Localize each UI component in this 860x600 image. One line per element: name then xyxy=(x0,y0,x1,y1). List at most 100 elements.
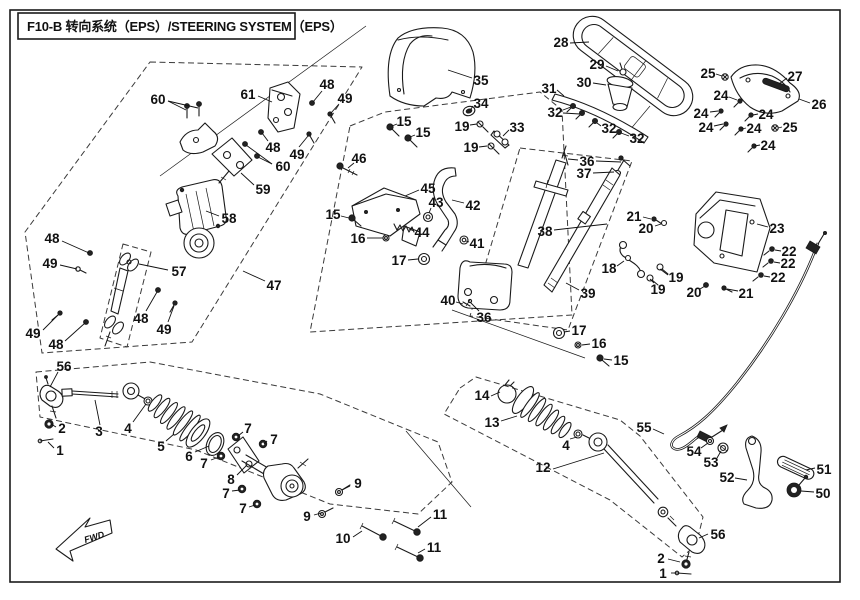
leader-line-17 xyxy=(563,330,571,333)
leader-line-18 xyxy=(616,260,625,267)
part-label-11: 11 xyxy=(433,507,448,522)
part-label-18: 18 xyxy=(601,261,617,276)
part-label-9: 9 xyxy=(303,509,311,524)
part-gear-housing xyxy=(241,454,309,501)
leader-line-7 xyxy=(248,504,256,508)
part-label-24: 24 xyxy=(760,138,776,153)
part-label-60: 60 xyxy=(150,92,165,107)
leader-line-26 xyxy=(798,98,811,104)
leader-line-11 xyxy=(417,516,432,528)
part-label-42: 42 xyxy=(465,198,480,213)
leader-line-32 xyxy=(562,112,581,115)
part-label-53: 53 xyxy=(703,455,719,470)
part-label-23: 23 xyxy=(769,221,785,236)
leader-line-60 xyxy=(167,100,199,109)
leader-line-46 xyxy=(347,162,355,169)
part-label-48: 48 xyxy=(44,231,60,246)
leader-line-24 xyxy=(709,110,719,113)
part-universal-joint xyxy=(104,252,139,347)
group-outline-middle xyxy=(309,91,573,333)
part-label-20: 20 xyxy=(686,285,701,300)
leader-line-45 xyxy=(404,189,420,197)
leader-line-19 xyxy=(478,145,488,148)
title-block: F10-B 转向系统（EPS）/STEERING SYSTEM（EPS） xyxy=(17,12,343,40)
leader-line-56 xyxy=(698,533,709,539)
leader-line-15 xyxy=(603,358,613,361)
part-label-56: 56 xyxy=(710,527,726,542)
leader-line-20 xyxy=(654,223,662,227)
leader-line-25 xyxy=(777,126,783,129)
part-label-49: 49 xyxy=(25,326,40,341)
leader-line-30 xyxy=(592,82,607,86)
group-outlines xyxy=(24,61,704,558)
part-label-5: 5 xyxy=(157,439,165,454)
leader-line-60 xyxy=(257,156,273,165)
part-tie-rod-end-left xyxy=(39,375,64,419)
part-label-24: 24 xyxy=(758,107,774,122)
part-29-damper xyxy=(619,62,627,76)
leader-line-1 xyxy=(47,441,55,449)
nut-2-right xyxy=(681,559,691,569)
part-label-32: 32 xyxy=(629,131,644,146)
part-label-7: 7 xyxy=(270,432,278,447)
leader-line-59 xyxy=(240,172,255,186)
part-label-9: 9 xyxy=(354,476,362,491)
leader-line-61 xyxy=(257,95,273,103)
part-label-40: 40 xyxy=(440,293,455,308)
part-column-cover xyxy=(387,27,476,107)
group-outline-ujoint xyxy=(99,243,152,348)
leader-line-12 xyxy=(552,452,605,470)
part-label-44: 44 xyxy=(414,225,430,240)
page-title: F10-B 转向系统（EPS）/STEERING SYSTEM（EPS） xyxy=(27,19,343,34)
leader-line-35 xyxy=(447,69,473,79)
leader-line-9 xyxy=(313,512,322,516)
leader-line-34 xyxy=(470,105,474,110)
part-label-22: 22 xyxy=(781,244,796,259)
leader-line-24 xyxy=(728,96,738,101)
leader-line-41 xyxy=(465,240,470,243)
part-label-2: 2 xyxy=(657,551,665,566)
part-label-34: 34 xyxy=(473,96,489,111)
leader-line-52 xyxy=(734,477,748,481)
leader-line-22 xyxy=(763,275,771,278)
part-label-3: 3 xyxy=(95,424,103,439)
leader-line-6 xyxy=(194,445,210,453)
leader-line-49 xyxy=(59,264,78,270)
leader-line-50 xyxy=(800,490,815,493)
leader-line-16 xyxy=(581,343,591,346)
part-label-4: 4 xyxy=(562,438,570,453)
nut-43 xyxy=(422,211,434,223)
leader-line-19 xyxy=(659,268,669,276)
part-label-24: 24 xyxy=(713,88,729,103)
leader-line-58 xyxy=(205,210,220,217)
washer-54 xyxy=(705,436,715,446)
part-label-15: 15 xyxy=(396,114,412,129)
part-label-60: 60 xyxy=(275,159,290,174)
part-label-48: 48 xyxy=(133,311,149,326)
nuts-7 xyxy=(216,432,268,509)
part-eps-motor xyxy=(165,170,230,259)
leader-line-15 xyxy=(391,123,398,127)
leader-line-49 xyxy=(42,314,59,331)
part-label-19: 19 xyxy=(463,140,478,155)
part-label-61: 61 xyxy=(240,87,256,102)
part-eps-control-unit xyxy=(351,187,421,247)
part-label-25: 25 xyxy=(700,66,716,81)
leader-line-48 xyxy=(64,322,86,342)
cotter-pin-1-left xyxy=(37,438,54,444)
group-outline-rack-left xyxy=(35,361,453,515)
part-mount-plate-8 xyxy=(227,436,260,474)
bolts-15-16-17-left xyxy=(348,123,431,266)
leader-line-19 xyxy=(649,278,655,284)
leader-line-57 xyxy=(138,263,169,271)
nut-41 xyxy=(459,235,469,245)
leader-line-21 xyxy=(726,288,739,292)
leader-line-7 xyxy=(210,456,220,461)
part-label-57: 57 xyxy=(171,264,186,279)
leader-line-24 xyxy=(752,113,759,116)
leader-line-5 xyxy=(165,433,175,442)
leader-line-17 xyxy=(407,258,419,261)
leader-line-44 xyxy=(408,228,415,232)
part-label-8: 8 xyxy=(227,472,235,487)
leader-line-55 xyxy=(652,428,665,435)
